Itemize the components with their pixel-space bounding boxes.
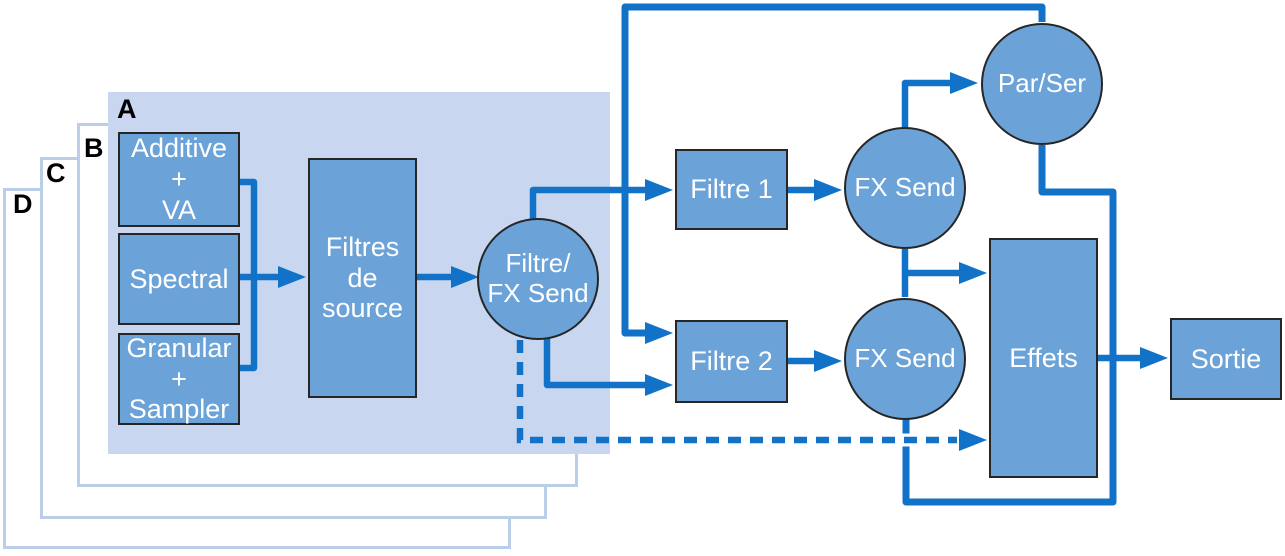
node-source-filters: Filtres de source	[308, 158, 417, 398]
arrowhead-into-output	[1140, 347, 1168, 369]
arrowhead-into-fx-send-2	[814, 350, 842, 372]
node-effects: Effets	[989, 238, 1098, 478]
layer-label-b: B	[84, 133, 104, 163]
edge-filter-fx-send-to-filter2	[543, 336, 651, 389]
node-par-ser: Par/Ser	[981, 23, 1103, 145]
layer-label-c: C	[46, 158, 66, 188]
edge-filter-fx-send-to-filter1	[529, 186, 651, 220]
arrowheads	[278, 72, 1168, 451]
edge-fx-send-1-to-par-ser	[901, 79, 956, 128]
arrowhead-into-par-ser	[950, 72, 978, 94]
node-granular-sampler: Granular + Sampler	[118, 333, 240, 425]
edge-par-ser-top-loop-to-filter2	[621, 3, 1046, 337]
node-filter-fx-send: Filtre/ FX Send	[477, 218, 599, 340]
arrowhead-into-filter2-top	[645, 322, 673, 344]
arrowhead-into-filter1	[645, 179, 673, 201]
node-fx-send-1: FX Send	[844, 127, 966, 249]
node-output: Sortie	[1170, 318, 1282, 400]
arrowhead-into-effects-top	[959, 262, 987, 284]
arrowhead-into-fx-send-1	[814, 179, 842, 201]
arrowhead-into-filter2-bottom	[645, 374, 673, 396]
arrowhead-into-filter-fx-send	[451, 266, 479, 288]
edge-filter-fx-send-bypass-to-effects-dashed	[516, 340, 957, 444]
edge-fx-send-2-right-loop-to-par-ser	[902, 145, 1117, 506]
layer-label-d: D	[13, 189, 33, 219]
layer-label-a: A	[117, 94, 137, 124]
arrowhead-into-source-filters	[278, 266, 306, 288]
arrowhead-into-effects-bottom-dashed	[959, 429, 987, 451]
node-fx-send-2: FX Send	[844, 298, 966, 420]
node-spectral: Spectral	[118, 233, 240, 325]
node-filter-1: Filtre 1	[675, 149, 788, 230]
node-additive-va: Additive + VA	[118, 132, 240, 227]
node-filter-2: Filtre 2	[675, 320, 788, 403]
